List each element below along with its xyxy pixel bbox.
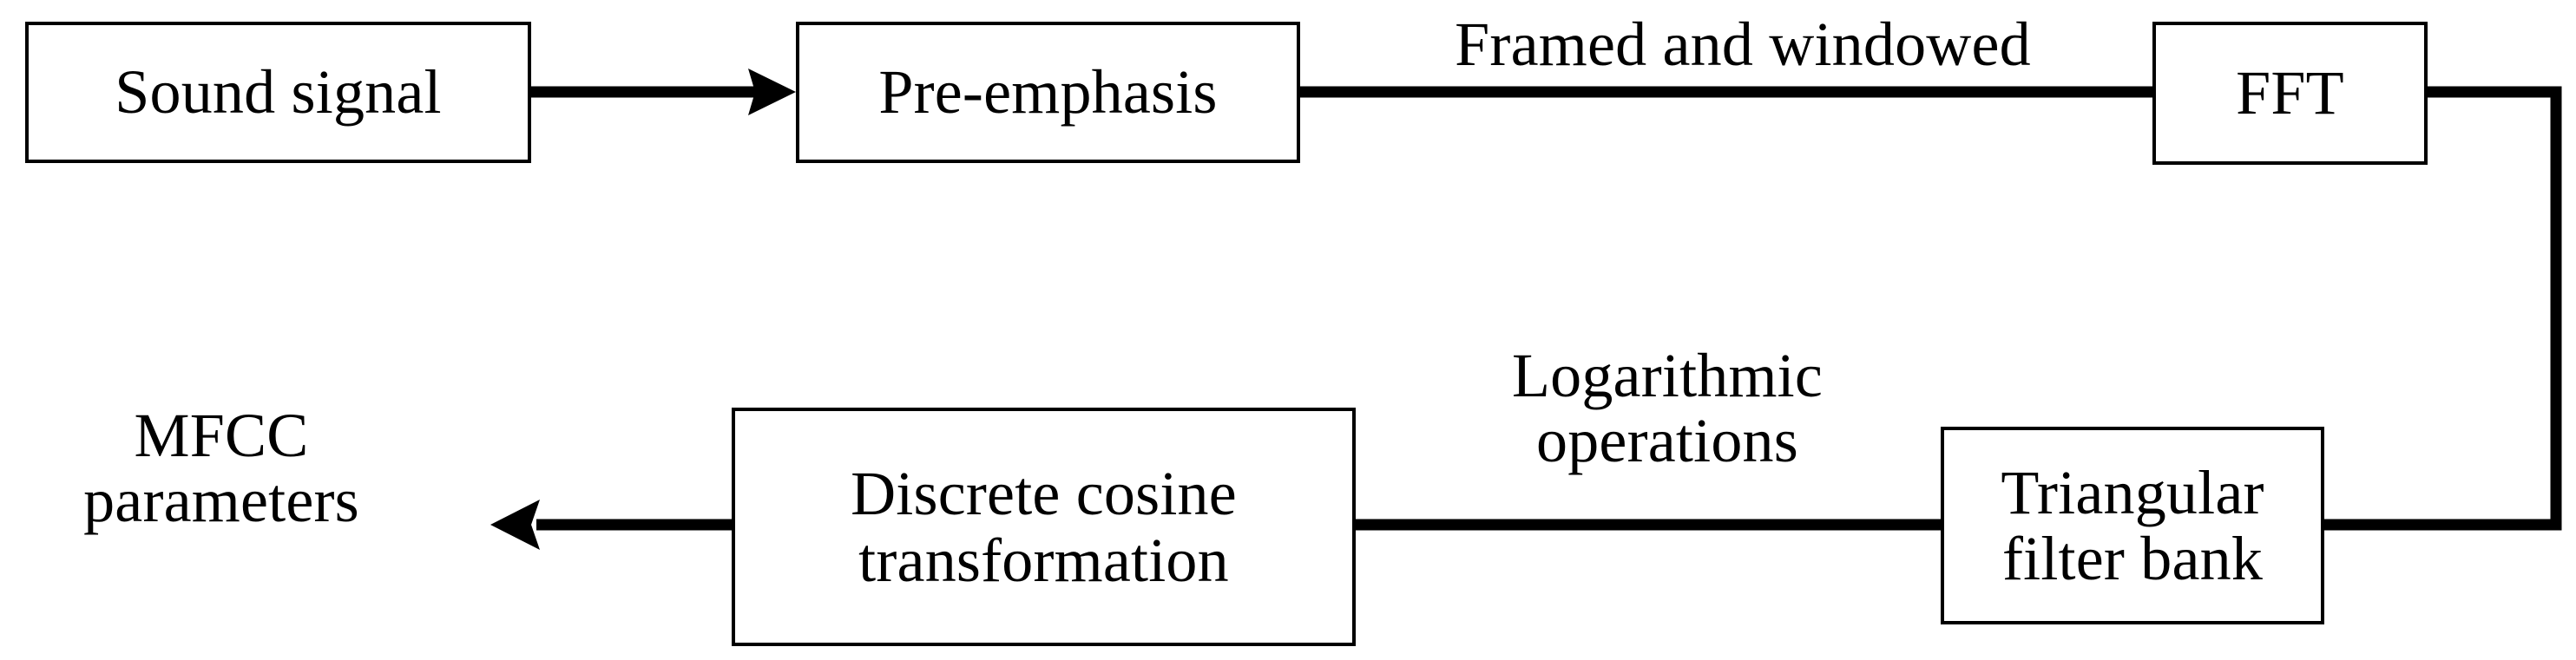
node-pre-emphasis[interactable]: Pre-emphasis (796, 22, 1300, 163)
edge-fft-to-triangular-filter-bank (2324, 86, 2562, 531)
arrowhead-right-icon (748, 69, 796, 115)
edge-label-logarithmic-operations: Logarithmic operations (1511, 341, 1824, 475)
node-discrete-cosine-transformation-label: Discrete cosine transformation (851, 459, 1237, 595)
node-fft[interactable]: FFT (2152, 22, 2428, 165)
node-triangular-filter-bank-label: Triangular filter bank (2001, 457, 2264, 593)
arrowhead-left-icon (490, 500, 540, 550)
node-fft-label: FFT (2236, 58, 2344, 128)
node-triangular-filter-bank[interactable]: Triangular filter bank (1941, 427, 2324, 624)
edge-label-framed-and-windowed: Framed and windowed (1455, 10, 2031, 79)
node-sound-signal[interactable]: Sound signal (25, 22, 531, 163)
edge-sound-signal-to-pre-emphasis (531, 69, 796, 115)
node-pre-emphasis-label: Pre-emphasis (878, 57, 1218, 127)
node-discrete-cosine-transformation[interactable]: Discrete cosine transformation (732, 408, 1356, 646)
node-sound-signal-label: Sound signal (115, 57, 442, 127)
edge-dct-to-mfcc-parameters (490, 500, 732, 550)
terminal-mfcc-parameters: MFCC parameters (83, 401, 359, 535)
